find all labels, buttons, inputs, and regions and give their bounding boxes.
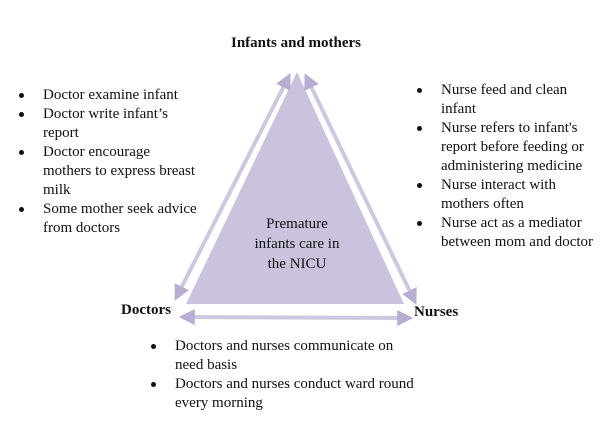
list-item: Nurse feed and clean infant (414, 81, 600, 119)
list-item: Some mother seek advice from doctors (16, 200, 202, 238)
list-item: Nurse refers to infant's report before f… (414, 119, 600, 176)
center-label: Premature infants care in the NICU (254, 216, 340, 272)
list-item: Doctor encourage mothers to express brea… (16, 143, 202, 200)
arrow-infants-doctors (174, 73, 291, 301)
list-item: Doctor write infant’s report (16, 105, 202, 143)
node-doctors: Doctors (121, 302, 171, 318)
doctor-nurse-list: Doctors and nurses communicate on need b… (148, 337, 418, 413)
list-item: Doctor examine infant (16, 86, 202, 105)
arrow-infants-nurses (304, 73, 417, 305)
list-item: Doctors and nurses communicate on need b… (148, 337, 418, 375)
list-item: Nurse interact with mothers often (414, 176, 600, 214)
list-item: Nurse act as a mediator between mom and … (414, 214, 600, 252)
node-nurses: Nurses (414, 304, 459, 320)
node-infants-mothers: Infants and mothers (231, 35, 362, 51)
arrow-doctors-nurses (178, 309, 414, 326)
nurse-infant-list: Nurse feed and clean infant Nurse refers… (414, 81, 600, 252)
list-item: Doctors and nurses conduct ward round ev… (148, 375, 418, 413)
doctor-infant-list: Doctor examine infant Doctor write infan… (16, 86, 202, 238)
